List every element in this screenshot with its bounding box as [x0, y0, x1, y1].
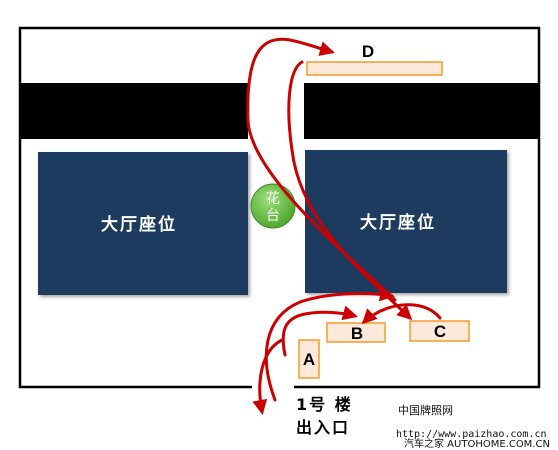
parking-spot-c	[409, 320, 470, 342]
watermark-line3: 汽车之家 AUTOHOME.COM.CN	[404, 437, 550, 450]
hall-seating-right	[305, 150, 507, 293]
parking-spot-c-label: C	[434, 322, 446, 341]
parking-spot-b-label: B	[351, 324, 363, 343]
exit-label-line2: 出入口	[296, 418, 350, 437]
flower-bed-label-2: 台	[266, 208, 280, 224]
route-from-spot-d	[287, 60, 413, 321]
route-to-spot-b	[281, 305, 358, 357]
hall-seating-left-label: 大厅座位	[101, 214, 177, 235]
hall-seating-left	[38, 152, 248, 295]
building-outline	[18, 26, 541, 389]
route-c-to-b	[361, 303, 442, 325]
watermark-line2: http://www.paizhao.com.cn	[396, 429, 547, 440]
exit-label-line1: 1号 楼	[296, 395, 353, 414]
route-to-spot-c	[264, 286, 395, 402]
watermark-line1: 中国牌照网	[398, 403, 453, 417]
flower-bed-label-1: 花	[266, 191, 280, 207]
parking-spot-a-label: A	[303, 350, 315, 369]
parking-spot-d-label: D	[362, 42, 374, 61]
parking-spot-d	[306, 61, 443, 76]
road-strip-right	[304, 83, 539, 139]
route-to-spot-d	[246, 37, 397, 302]
flower-bed	[250, 183, 296, 229]
hall-seating-right-label: 大厅座位	[360, 212, 436, 233]
parking-spot-b	[326, 322, 386, 343]
parking-spot-a	[298, 339, 320, 379]
road-strip-left	[20, 83, 248, 139]
route-exit	[252, 338, 284, 415]
